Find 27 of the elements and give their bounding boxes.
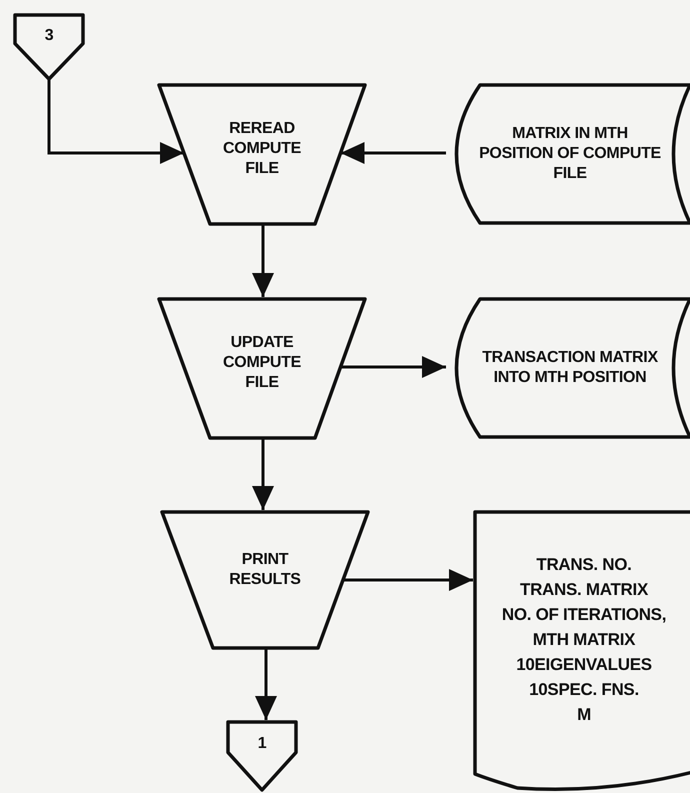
output-item: TRANS. NO. xyxy=(536,554,632,576)
document-shape xyxy=(473,510,690,792)
node-label: TRANSACTION MATRIX INTO MTH POSITION xyxy=(481,348,659,388)
arrow xyxy=(252,439,274,510)
manual-operation-trapezoid xyxy=(157,297,367,440)
node-label: MATRIX IN MTH POSITION OF COMPUTE FILE xyxy=(478,124,662,184)
arrow xyxy=(343,569,473,591)
node-label: 1 xyxy=(258,734,266,754)
arrow xyxy=(255,649,277,720)
output-item: NO. OF ITERATIONS, xyxy=(502,604,666,626)
output-item: TRANS. MATRIX xyxy=(520,579,648,601)
manual-operation-trapezoid xyxy=(157,83,367,226)
arrow xyxy=(252,225,274,297)
off-page-connector xyxy=(226,720,298,792)
node-label: PRINT RESULTS xyxy=(228,550,302,590)
node-label: REREAD COMPUTE FILE xyxy=(222,119,302,179)
output-item: MTH MATRIX xyxy=(532,629,636,651)
node-label: 3 xyxy=(44,26,54,46)
arrow xyxy=(340,356,446,378)
arrow xyxy=(48,79,184,164)
output-item: 10SPEC. FNS. xyxy=(529,679,639,701)
output-item: 10EIGENVALUES xyxy=(516,654,652,676)
manual-operation-trapezoid xyxy=(160,510,370,650)
off-page-connector xyxy=(13,13,85,81)
output-item: M xyxy=(577,704,591,726)
node-label: UPDATE COMPUTE FILE xyxy=(222,333,302,393)
arrow xyxy=(340,142,446,164)
